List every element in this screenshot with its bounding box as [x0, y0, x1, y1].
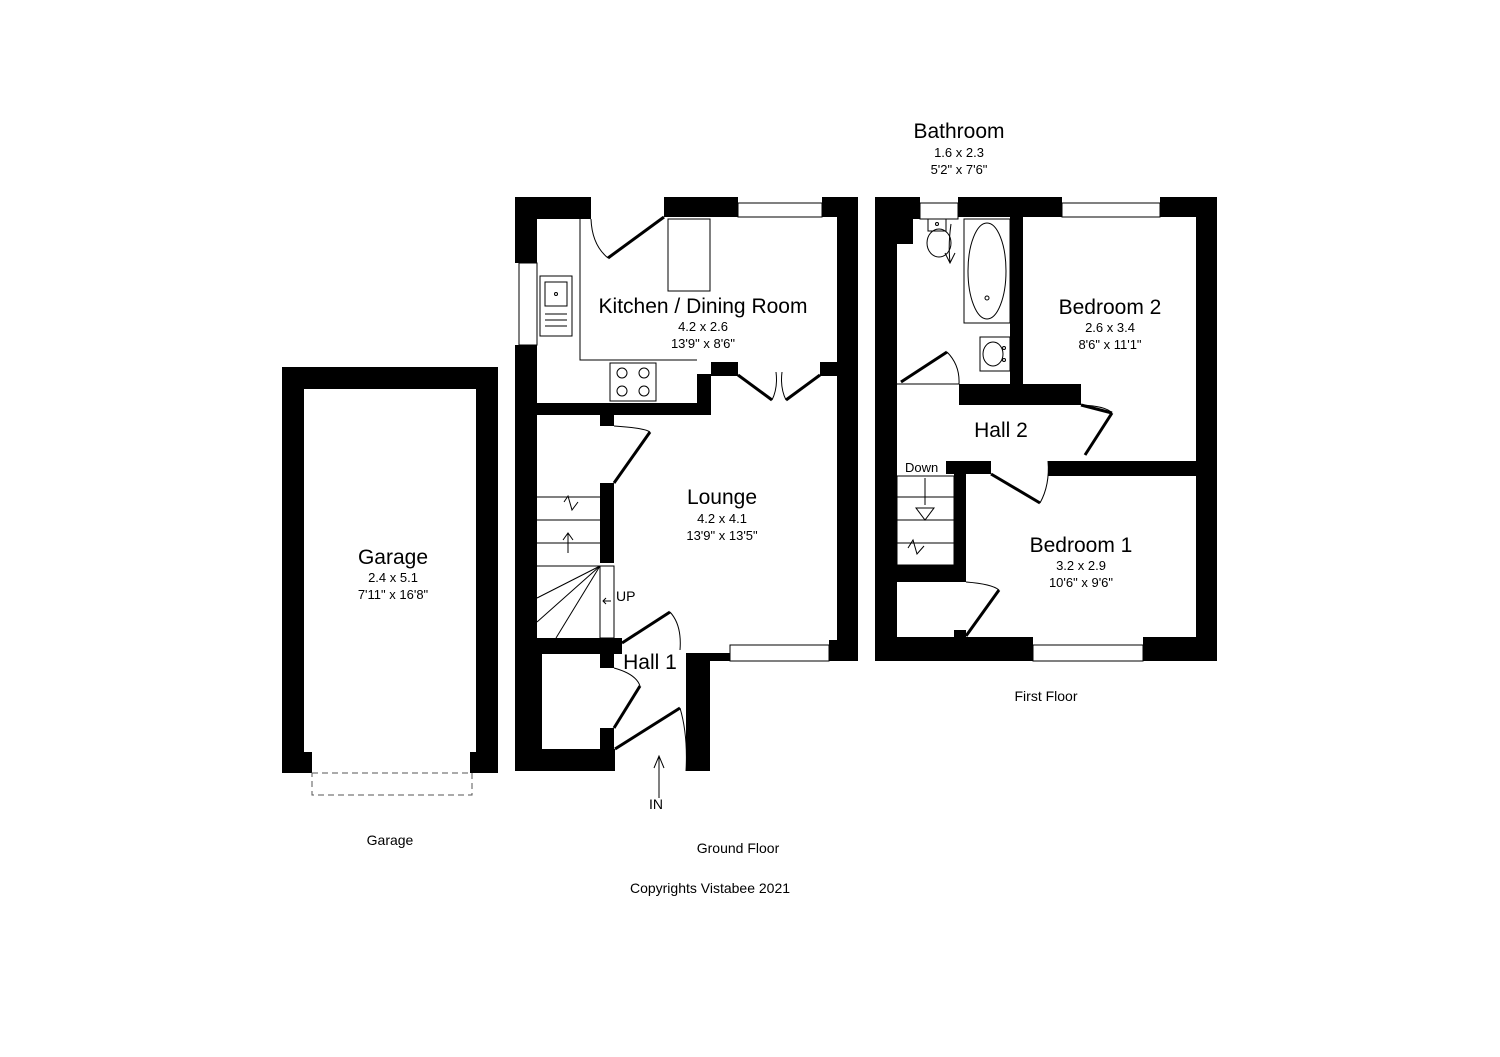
first-floor-plan: Down Bathroom 1.6 x 2.3 5'2" x 7'6" Bedr… — [875, 120, 1217, 662]
bedroom1-metric: 3.2 x 2.9 — [1056, 558, 1106, 573]
lounge-room-name: Lounge — [687, 486, 757, 509]
kitchen-room-name: Kitchen / Dining Room — [599, 295, 808, 318]
stairs-down-label: Down — [905, 460, 938, 475]
garage-caption: Garage — [367, 832, 414, 848]
copyright-caption: Copyrights Vistabee 2021 — [630, 880, 790, 896]
lounge-metric: 4.2 x 4.1 — [697, 511, 747, 526]
stairs-up-label: UP — [616, 588, 635, 604]
bedroom2-imperial: 8'6" x 11'1" — [1078, 337, 1141, 352]
bedroom2-metric: 2.6 x 3.4 — [1085, 320, 1135, 335]
ground-floor-caption: Ground Floor — [697, 840, 780, 856]
stairs-up — [536, 494, 615, 639]
garage-plan: Garage 2.4 x 5.1 7'11" x 16'8" — [282, 367, 498, 796]
bedroom2-room-name: Bedroom 2 — [1059, 296, 1162, 319]
ground-floor-plan: UP IN Kitchen / Dining Room 4.2 x 2.6 13… — [515, 197, 858, 812]
entrance-label: IN — [649, 796, 663, 812]
garage-room-name: Garage — [358, 546, 428, 569]
bedroom1-room-name: Bedroom 1 — [1030, 534, 1133, 557]
stairs-down — [896, 475, 955, 566]
bathroom-metric: 1.6 x 2.3 — [934, 145, 984, 160]
kitchen-metric: 4.2 x 2.6 — [678, 319, 728, 334]
kitchen-imperial: 13'9" x 8'6" — [671, 336, 735, 351]
hall1-room-name: Hall 1 — [623, 651, 677, 674]
garage-metric: 2.4 x 5.1 — [368, 570, 418, 585]
lounge-imperial: 13'9" x 13'5" — [686, 528, 758, 543]
hall2-room-name: Hall 2 — [974, 419, 1028, 442]
garage-imperial: 7'11" x 16'8" — [358, 587, 429, 602]
bedroom1-imperial: 10'6" x 9'6" — [1049, 575, 1113, 590]
bathroom-imperial: 5'2" x 7'6" — [931, 162, 988, 177]
first-floor-caption: First Floor — [1015, 688, 1078, 704]
bathroom-room-name: Bathroom — [913, 120, 1004, 143]
